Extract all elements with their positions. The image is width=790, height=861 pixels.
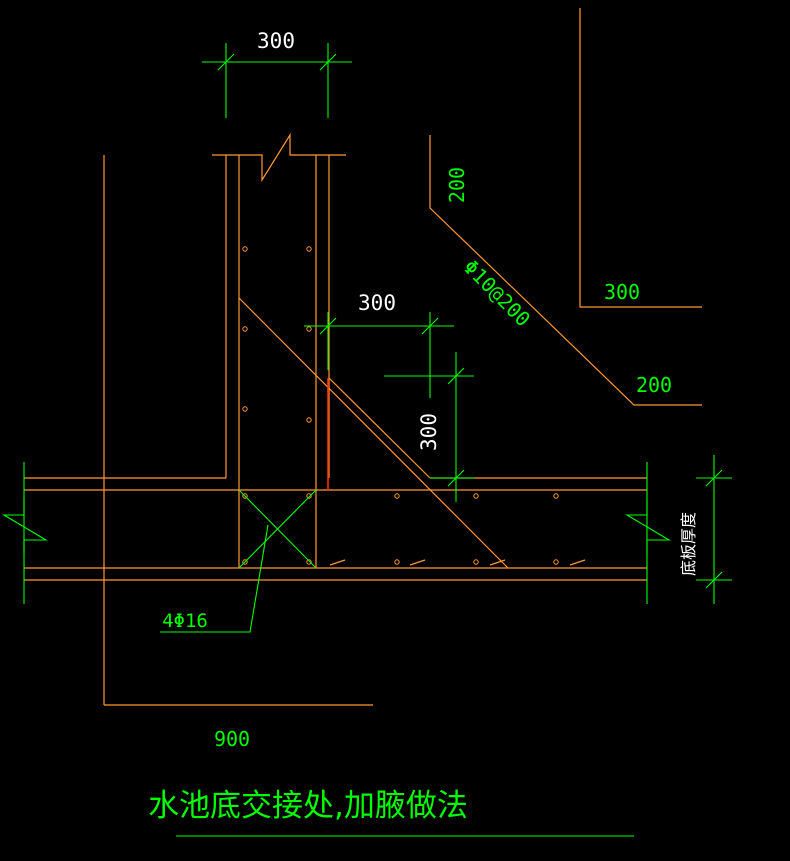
rebar-dot (242, 559, 248, 565)
corner-rebar-leader (160, 524, 269, 633)
rebar-dot (306, 326, 312, 332)
dim-tick (319, 53, 337, 71)
haunch-rebar-label: Φ10@200 (459, 255, 536, 332)
rebar-dot (306, 246, 312, 252)
rebar-leg-vertical-text: 200 (445, 167, 469, 203)
rebar-dot (394, 493, 400, 499)
rebar-dot (242, 326, 248, 332)
rebar-dot (553, 559, 559, 565)
tick-mark (489, 559, 506, 566)
haunch-slope-face (328, 377, 431, 479)
rebar-dots (242, 246, 559, 565)
tick-mark (409, 559, 426, 566)
dim-tick (447, 469, 465, 487)
rebar-dot (242, 246, 248, 252)
dim-haunch-width-text: 300 (358, 291, 396, 315)
rebar-leg-bottom-text: 200 (636, 373, 672, 397)
bottom-length-text: 900 (214, 727, 250, 751)
tick-mark (569, 559, 586, 566)
dim-top-width-text: 300 (257, 29, 295, 53)
l-bar-detail (579, 8, 702, 308)
rebar-dot (306, 417, 312, 423)
rebar-dot (242, 406, 248, 412)
structure-lines (24, 8, 702, 706)
rebar-dot (306, 559, 312, 565)
slab-break-right (625, 500, 671, 555)
dim-tick (705, 571, 723, 589)
dimension-lines (2, 43, 732, 837)
tick-mark (329, 559, 346, 566)
rebar-dot (306, 493, 312, 499)
dim-tick (319, 317, 337, 335)
dim-haunch-height-text: 300 (417, 413, 441, 451)
dim-tick (705, 469, 723, 487)
dim-tick (421, 317, 439, 335)
rebar-dot (553, 493, 559, 499)
corner-rebar-label: 4Φ16 (162, 610, 208, 632)
drawing-title: 水池底交接处,加腋做法 (148, 788, 468, 824)
rebar-dot (473, 559, 479, 565)
corner-cross-2 (238, 489, 317, 569)
dim-tick (217, 53, 235, 71)
rebar-dot (242, 493, 248, 499)
rebar-dot (473, 493, 479, 499)
wall-break-line (212, 132, 346, 183)
slab-break-left (2, 500, 48, 555)
haunch-rebar-diagonal (238, 297, 509, 569)
rebar-leg-top-text: 300 (604, 280, 640, 304)
slab-thickness-label: 底板厚度 (679, 512, 698, 576)
dim-tick (447, 367, 465, 385)
bent-rebar-detail (429, 135, 702, 406)
rebar-dot (394, 559, 400, 565)
